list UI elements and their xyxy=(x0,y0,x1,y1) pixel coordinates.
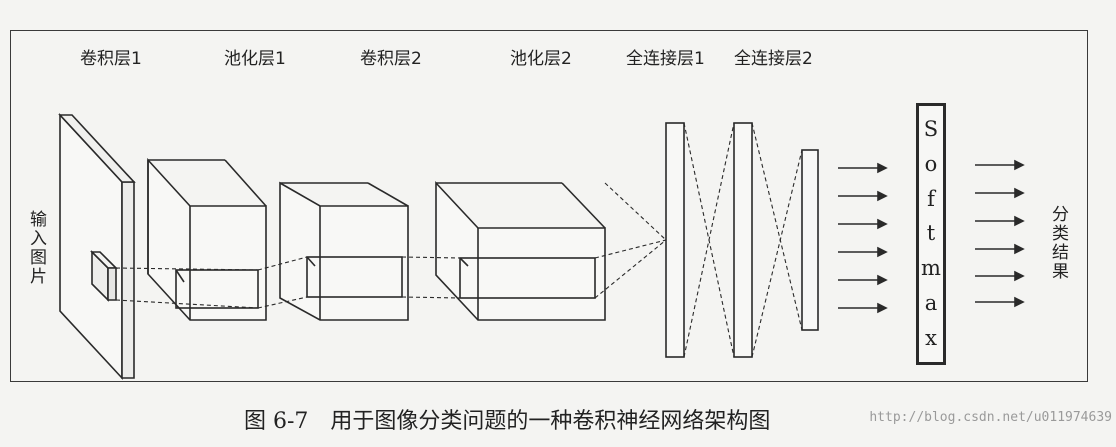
softmax-letter: t xyxy=(926,221,936,246)
label-conv1: 卷积层1 xyxy=(80,49,142,69)
fc-bars xyxy=(665,122,819,358)
input-image-slab xyxy=(58,112,136,381)
label-pool1: 池化层1 xyxy=(224,49,286,69)
projection-lines xyxy=(115,122,803,358)
diagram-frame xyxy=(10,30,1088,382)
watermark-url: http://blog.csdn.net/u011974639 xyxy=(869,410,1112,425)
softmax-letter: S xyxy=(923,116,939,141)
figure-caption: 图 6-7 用于图像分类问题的一种卷积神经网络架构图 xyxy=(244,409,771,434)
softmax-letter: a xyxy=(924,291,938,316)
conv1-box xyxy=(147,157,267,321)
label-input-image: 输入图片 xyxy=(26,210,46,286)
softmax-output-arrows xyxy=(975,159,1025,308)
pool1-box xyxy=(279,181,409,321)
label-classification-result: 分类结果 xyxy=(1048,205,1068,281)
softmax-letter: m xyxy=(921,256,941,281)
label-pool2: 池化层2 xyxy=(510,49,572,69)
softmax-letter: o xyxy=(924,151,938,176)
softmax-input-arrows xyxy=(838,162,888,314)
label-fc2: 全连接层2 xyxy=(734,49,813,69)
label-fc1: 全连接层1 xyxy=(626,49,705,69)
softmax-box: S o f t m a x xyxy=(916,103,946,365)
softmax-letter: x xyxy=(925,325,937,350)
conv2-box xyxy=(435,180,606,321)
label-conv2: 卷积层2 xyxy=(360,49,422,69)
softmax-letter: f xyxy=(927,186,935,211)
